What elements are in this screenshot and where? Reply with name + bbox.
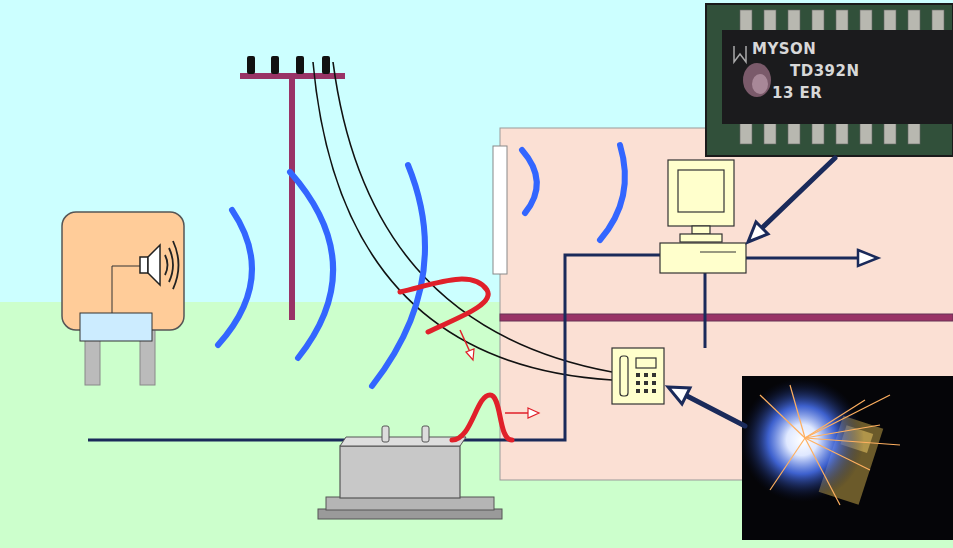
computer (660, 160, 746, 273)
device-wire (112, 266, 140, 313)
modem-line (704, 273, 707, 348)
chip-marking: 13 ER (772, 84, 822, 102)
speaker-symbol (140, 241, 179, 289)
insulators (247, 56, 330, 74)
floor-band (500, 314, 953, 321)
transformer (318, 426, 502, 519)
chip-photo (706, 4, 953, 156)
arrowhead (668, 387, 690, 404)
surge-pulses (400, 279, 539, 440)
telephone (612, 348, 664, 404)
sky (0, 0, 953, 302)
pointer-arrow (687, 396, 745, 426)
phone-wires (313, 62, 612, 380)
chip-marking-box: TD392N (790, 62, 860, 80)
circuit-board (80, 313, 152, 341)
chip-marking-box: MYSON (752, 40, 816, 58)
chip-marking: TD392N (790, 62, 860, 80)
window (493, 146, 507, 274)
chip-marking-box: 13 ER (772, 84, 822, 102)
pointer-arrow (762, 158, 835, 228)
arrowhead (748, 222, 768, 242)
data-line (746, 257, 858, 260)
chip-marking: MYSON (752, 40, 816, 58)
power-line (88, 255, 662, 440)
utility-pole (289, 75, 295, 320)
arrowhead (858, 250, 878, 266)
transmitter-device (62, 212, 184, 330)
pole-crossbar (240, 73, 345, 79)
spark-photo (740, 376, 953, 540)
